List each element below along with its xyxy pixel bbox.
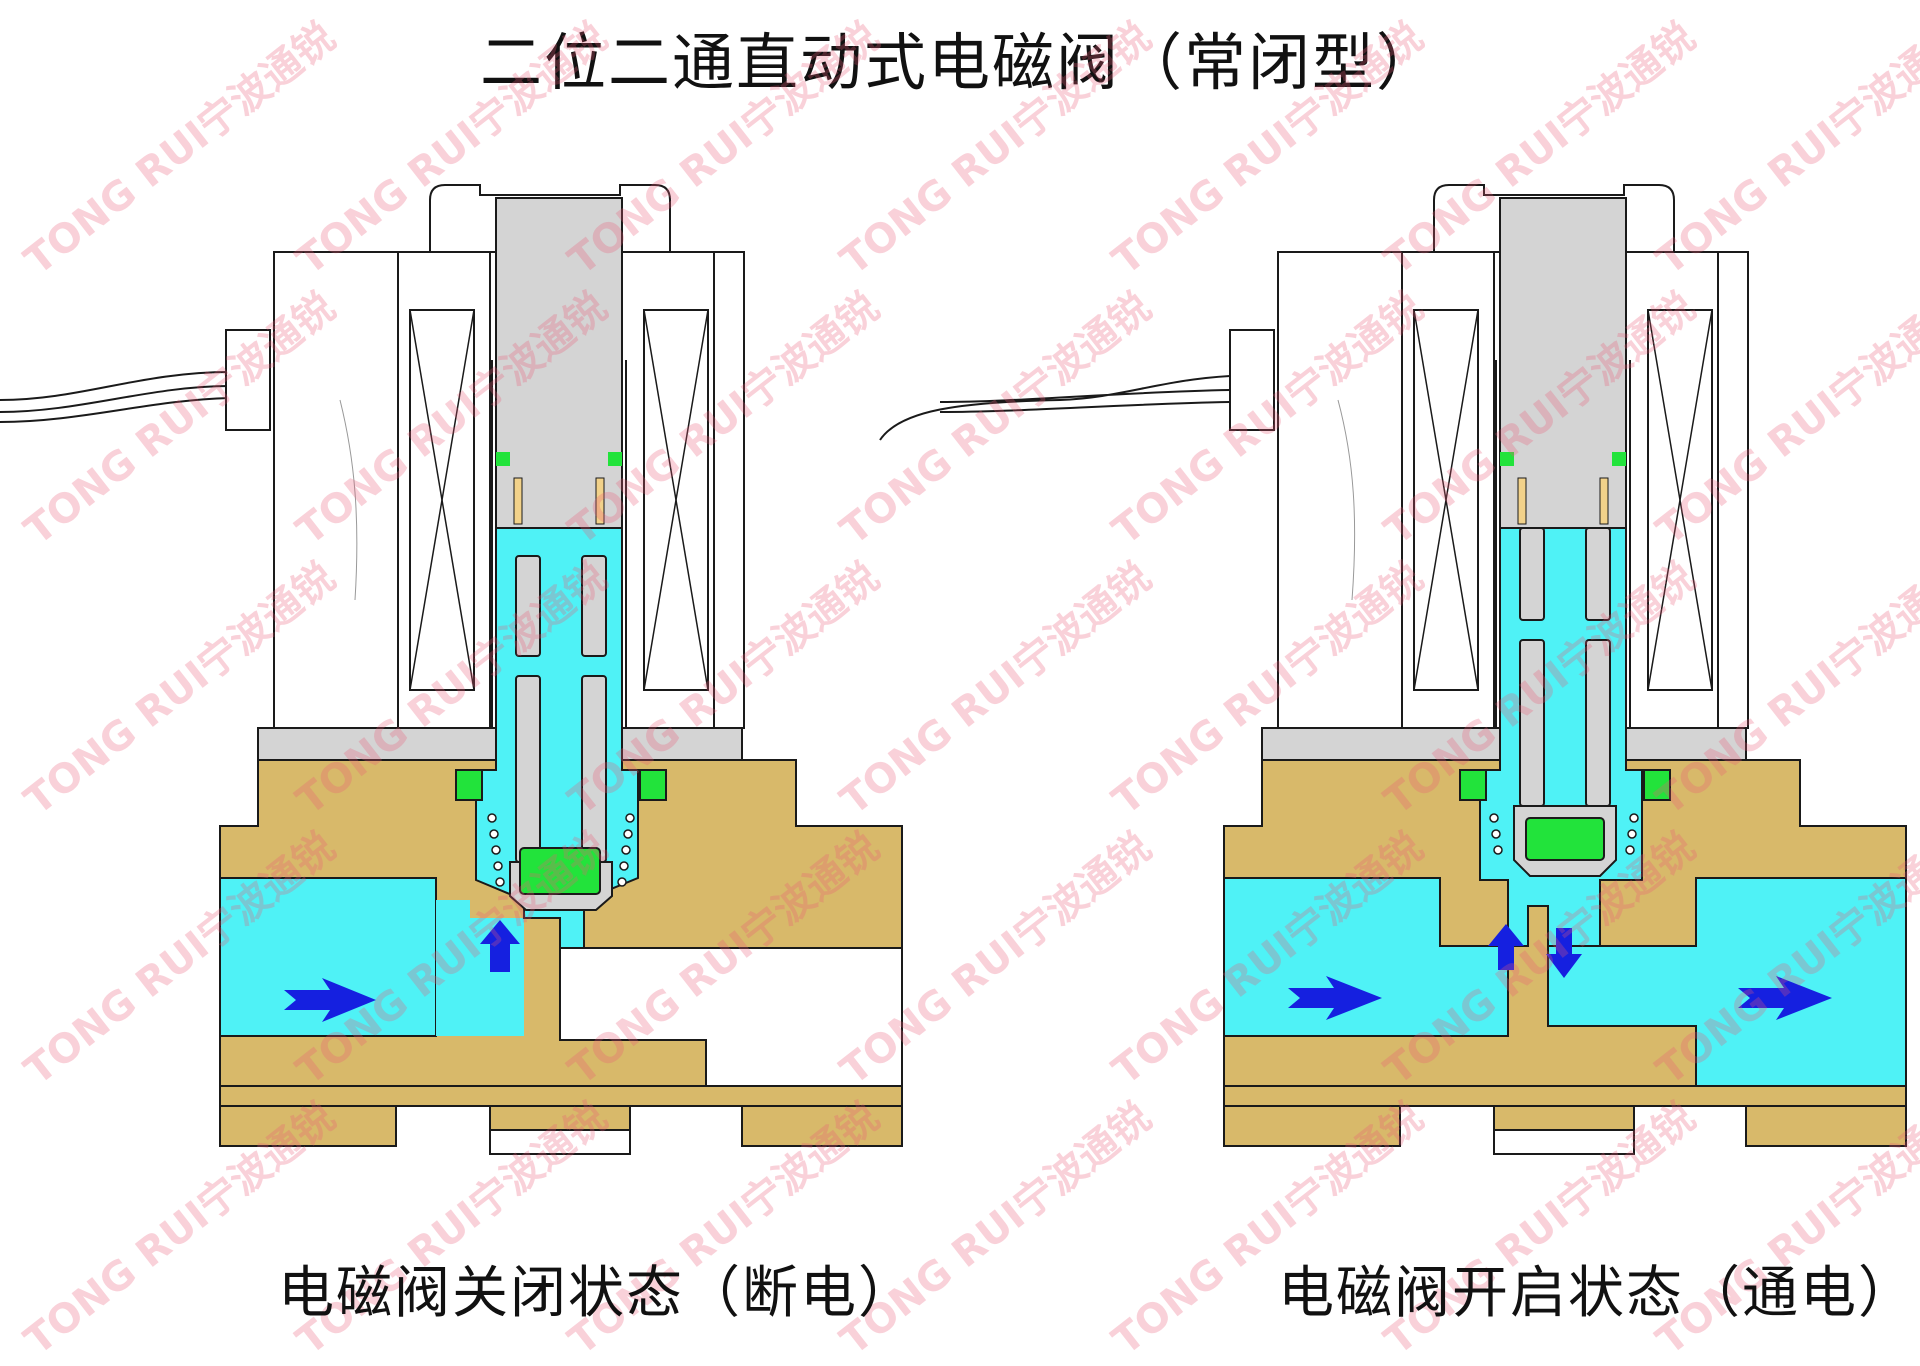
caption-closed-state: 电磁阀关闭状态（断电） [278, 1261, 916, 1326]
valve-closed [0, 184, 903, 1155]
seal-left [519, 847, 601, 895]
valve-open [879, 184, 1907, 1155]
flow-arrow-down-right [1546, 928, 1582, 978]
flow-arrow-up-left [480, 920, 520, 972]
seal-right [1525, 817, 1605, 861]
spring-right [1489, 813, 1639, 855]
valve-illustrations [0, 184, 1907, 1155]
coil-winding-right-2 [1647, 309, 1713, 691]
wire-right [879, 375, 1231, 441]
spring-left [487, 813, 635, 887]
caption-open-state: 电磁阀开启状态（通电） [1278, 1261, 1916, 1326]
wire-grommet-left [225, 329, 271, 431]
static-core-right [1499, 197, 1627, 529]
flow-arrow-outlet-right [1738, 976, 1832, 1020]
wire-left [0, 371, 231, 423]
diagram-stage: 二位二通直动式电磁阀（常闭型） [0, 14, 1920, 1364]
flow-arrow-up-right [1488, 924, 1524, 970]
diagram-title: 二位二通直动式电磁阀（常闭型） [479, 26, 1440, 99]
inlet-fluid-left [219, 877, 437, 1037]
coil-winding-left-2 [1413, 309, 1479, 691]
coil-winding-right [643, 309, 709, 691]
coil-winding-left [409, 309, 475, 691]
static-core-left [495, 197, 623, 529]
flow-arrow-inlet-right [1288, 976, 1382, 1020]
flow-arrow-inlet-left [284, 978, 376, 1022]
